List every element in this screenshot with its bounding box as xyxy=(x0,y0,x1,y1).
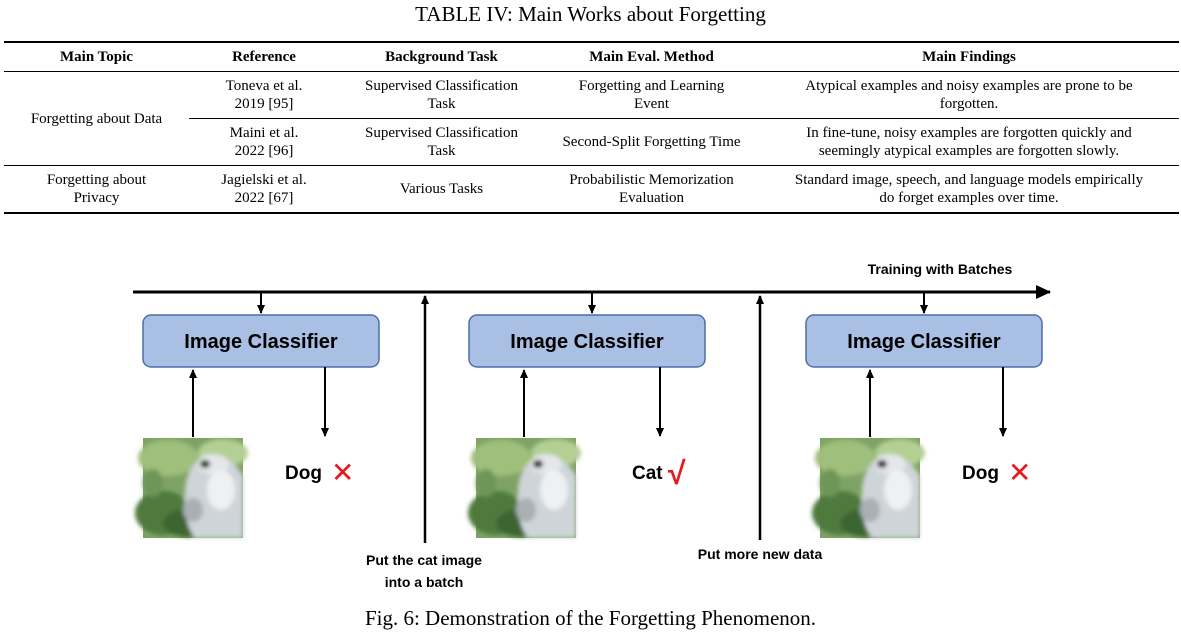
cell-line: Probabilistic Memorization xyxy=(569,172,734,188)
cell-line: do forget examples over time. xyxy=(879,190,1059,206)
header-main-topic: Main Topic xyxy=(4,41,189,72)
check-mark-icon: √ xyxy=(668,455,686,491)
event-label-line: Put more new data xyxy=(698,546,823,562)
header-eval-method: Main Eval. Method xyxy=(544,41,759,72)
cat-image xyxy=(135,438,248,538)
prediction-label: Cat xyxy=(632,463,663,484)
wrong-mark-icon: ✕ xyxy=(1008,457,1031,488)
event-1: Put the cat image into a batch xyxy=(366,295,482,590)
prediction-label: Dog xyxy=(285,463,322,484)
event-label-line: Put the cat image xyxy=(366,552,482,568)
prediction-label: Dog xyxy=(962,463,999,484)
forgetting-diagram: Training with Batches Image Classifier D… xyxy=(133,261,1051,590)
cell-line: Task xyxy=(427,96,456,112)
cell-reference: Maini et al. 2022 [96] xyxy=(189,118,339,166)
cell-line: Standard image, speech, and language mod… xyxy=(794,172,1144,188)
cell-line: forgotten. xyxy=(939,96,999,112)
cell-line: Forgetting and Learning xyxy=(578,78,725,94)
cell-line: Various Tasks xyxy=(399,181,484,197)
cell-task: Various Tasks xyxy=(339,165,544,214)
stage-1: Image Classifier Dog ✕ xyxy=(135,292,380,538)
header-main-findings: Main Findings xyxy=(759,41,1179,72)
cell-line: Supervised Classification xyxy=(365,78,518,94)
cell-line: In fine-tune, noisy examples are forgott… xyxy=(806,125,1132,141)
cell-line: Maini et al. xyxy=(229,125,299,141)
classifier-label: Image Classifier xyxy=(847,331,1001,353)
table-caption: TABLE IV: Main Works about Forgetting xyxy=(415,2,766,26)
timeline-label: Training with Batches xyxy=(868,261,1013,277)
cat-image xyxy=(468,438,581,538)
stage-3: Image Classifier Dog ✕ xyxy=(805,292,1043,538)
cat-image xyxy=(812,438,925,538)
event-2: Put more new data xyxy=(698,295,823,562)
classifier-label: Image Classifier xyxy=(184,331,338,353)
cell-findings: Atypical examples and noisy examples are… xyxy=(759,72,1179,119)
header-background-task: Background Task xyxy=(339,41,544,72)
cell-line: Privacy xyxy=(73,190,120,206)
cell-line: 2019 [95] xyxy=(234,96,294,112)
cell-reference: Jagielski et al. 2022 [67] xyxy=(189,165,339,214)
stage-2: Image Classifier Cat √ xyxy=(468,292,706,538)
table-row: Forgetting about Data Toneva et al. 2019 … xyxy=(4,72,1179,127)
event-label-line: into a batch xyxy=(385,574,464,590)
figure-caption: Fig. 6: Demonstration of the Forgetting … xyxy=(364,606,817,630)
cell-line: Atypical examples and noisy examples are… xyxy=(805,78,1133,94)
cell-line: Toneva et al. xyxy=(225,78,303,94)
cell-line: Second-Split Forgetting Time xyxy=(562,134,741,150)
cell-findings: Standard image, speech, and language mod… xyxy=(759,165,1179,214)
cell-line: Evaluation xyxy=(619,190,684,206)
cell-line: Forgetting about xyxy=(46,172,147,188)
table-header-row: Main Topic Reference Background Task Mai… xyxy=(4,41,1179,72)
classifier-box xyxy=(142,314,380,368)
cell-eval: Second-Split Forgetting Time xyxy=(544,118,759,166)
cell-line: 2022 [67] xyxy=(234,190,294,206)
cell-line: Jagielski et al. xyxy=(221,172,307,188)
cell-findings: In fine-tune, noisy examples are forgott… xyxy=(759,118,1179,166)
cell-topic: Forgetting about Data xyxy=(30,110,163,127)
header-reference: Reference xyxy=(189,41,339,72)
works-table: Main Topic Reference Background Task Mai… xyxy=(4,41,1179,214)
classifier-label: Image Classifier xyxy=(510,331,664,353)
wrong-mark-icon: ✕ xyxy=(331,457,354,488)
cell-line: Event xyxy=(634,96,669,112)
cell-line: Supervised Classification xyxy=(365,125,518,141)
classifier-box xyxy=(805,314,1043,368)
cell-line: Task xyxy=(427,143,456,159)
table-row: Maini et al. 2022 [96] Supervised Classif… xyxy=(4,118,1179,166)
classifier-box xyxy=(468,314,706,368)
cell-reference: Toneva et al. 2019 [95] xyxy=(189,72,339,119)
cell-line: seemingly atypical examples are forgotte… xyxy=(818,143,1120,159)
cell-line: 2022 [96] xyxy=(234,143,294,159)
